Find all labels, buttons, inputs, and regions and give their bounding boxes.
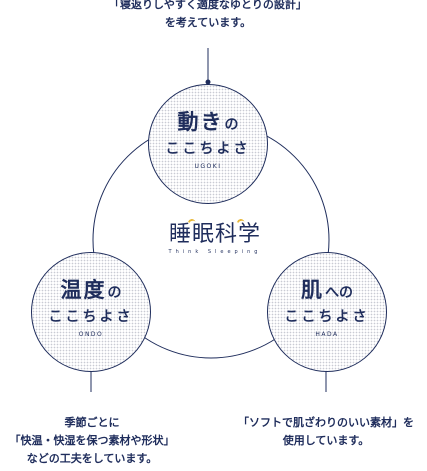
node-ondo-roman: ONDO <box>78 331 104 338</box>
node-ugoki: 動きの ここちよさ UGOKI <box>148 84 268 204</box>
top-caption-line1: 「寝返りしやすく適度なゆとりの設計」 <box>109 0 307 11</box>
left-caption-line1: 季節ごとに <box>64 416 120 429</box>
right-caption: 「ソフトで肌ざわりのいい素材」を 使用しています。 <box>226 414 426 450</box>
node-ugoki-roman: UGOKI <box>194 163 222 170</box>
left-caption-line2: 「快温・快湿を保つ素材や形状」 <box>9 434 175 447</box>
right-caption-line1: 「ソフトで肌ざわりのいい素材」を <box>238 416 414 429</box>
node-ondo: 温度の ここちよさ ONDO <box>31 252 151 372</box>
node-ugoki-title: 動きの <box>177 110 239 134</box>
node-ondo-title: 温度の <box>60 278 122 302</box>
logo-kanji: 睡眠科学 <box>168 222 261 247</box>
node-ondo-sub: ここちよさ <box>48 309 134 325</box>
node-hada-suffix: への <box>325 285 353 301</box>
leader-top-dot <box>205 79 211 85</box>
node-ugoki-suffix: の <box>224 117 239 133</box>
node-hada: 肌への ここちよさ HADA <box>267 252 387 372</box>
right-caption-line2: 使用しています。 <box>282 434 370 447</box>
node-hada-roman: HADA <box>315 331 339 338</box>
node-ondo-suffix: の <box>107 285 122 301</box>
left-caption: 季節ごとに 「快温・快湿を保つ素材や形状」 などの工夫をしています。 <box>0 414 190 468</box>
logo-tagline: Think Sleeping <box>168 249 262 255</box>
node-ugoki-sub: ここちよさ <box>165 141 251 157</box>
logo: 睡眠科学 Think Sleeping <box>140 217 290 255</box>
top-caption-line2: を考えています。 <box>164 16 252 29</box>
node-hada-sub: ここちよさ <box>284 309 370 325</box>
top-caption: 「寝返りしやすく適度なゆとりの設計」 を考えています。 <box>88 0 328 32</box>
node-hada-title: 肌への <box>301 278 353 302</box>
left-caption-line3: などの工夫をしています。 <box>26 452 158 465</box>
